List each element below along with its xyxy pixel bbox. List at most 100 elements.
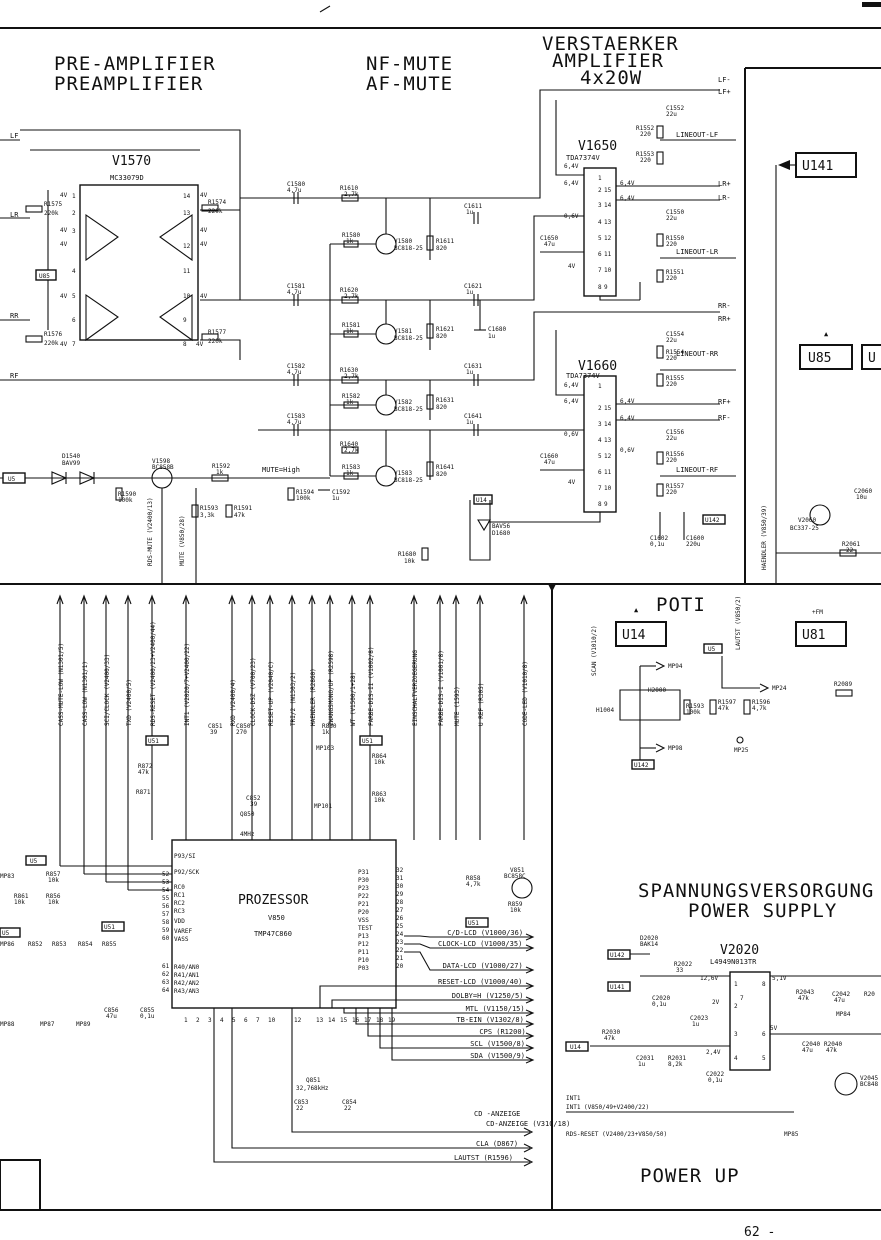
svg-text:VDD: VDD — [174, 918, 185, 925]
svg-text:1u: 1u — [332, 495, 340, 502]
cpu-signal-wire — [343, 1008, 532, 1014]
cpu-signal-left: WT (V1500/1+28) — [350, 672, 357, 726]
svg-text:54: 54 — [162, 887, 170, 894]
v1570-ref: V1570 — [112, 154, 151, 169]
cpu-signal-wire — [391, 1008, 532, 1061]
page-number: 62 - — [744, 1225, 775, 1236]
svg-text:MP25: MP25 — [734, 747, 749, 754]
svg-text:MP89: MP89 — [76, 1021, 91, 1028]
svg-text:61: 61 — [162, 963, 170, 970]
svg-text:R2022: R2022 — [674, 961, 692, 968]
svg-text:R41/AN1: R41/AN1 — [174, 972, 200, 979]
svg-text:220k: 220k — [208, 338, 223, 345]
cpu-signal-left: HAENDLER (R2860) — [310, 668, 317, 726]
svg-text:Q850: Q850 — [240, 811, 255, 818]
out-rf-plus: RF+ — [718, 398, 731, 406]
cpu-signal-arrow — [148, 594, 156, 605]
svg-text:P93/SI: P93/SI — [174, 853, 196, 860]
svg-text:4: 4 — [598, 219, 602, 226]
svg-text:0,6V: 0,6V — [620, 447, 635, 454]
cpu-signal-left: ZWANGSMONO/UP (R2598) — [328, 650, 335, 726]
svg-text:4,7k: 4,7k — [752, 705, 767, 712]
svg-text:15: 15 — [604, 187, 612, 194]
svg-text:R1577: R1577 — [208, 329, 226, 336]
v1570-type: MC33079D — [110, 174, 144, 182]
cpu-signal-wire — [379, 1008, 532, 1049]
cpu-signal-right: MTL (V1150/15) — [466, 1005, 525, 1013]
out-rf-minus: RF- — [718, 414, 731, 422]
svg-text:100k: 100k — [686, 709, 701, 716]
svg-text:R1593: R1593 — [686, 703, 704, 710]
label-rds-mute: RDS-MUTE (V2400/13) — [147, 497, 154, 566]
svg-text:3: 3 — [598, 421, 602, 428]
svg-text:P03: P03 — [358, 965, 369, 972]
svg-text:R1631: R1631 — [436, 397, 454, 404]
svg-text:1k: 1k — [346, 238, 354, 245]
svg-text:C2023: C2023 — [690, 1015, 708, 1022]
svg-text:R1557: R1557 — [666, 483, 684, 490]
svg-text:R2040: R2040 — [824, 1041, 842, 1048]
svg-text:47k: 47k — [604, 1035, 615, 1042]
svg-text:22: 22 — [344, 1105, 352, 1112]
svg-text:4: 4 — [598, 437, 602, 444]
t-v851-ref: V851 — [510, 867, 525, 874]
svg-text:U85: U85 — [39, 273, 50, 280]
svg-text:MP88: MP88 — [0, 1021, 15, 1028]
svg-text:0,1u: 0,1u — [650, 541, 665, 548]
svg-text:29: 29 — [396, 891, 404, 898]
title-preamp-1: PRE-AMPLIFIER — [54, 53, 216, 75]
cpu-signal-arrow — [56, 594, 64, 605]
svg-text:0,6V: 0,6V — [564, 431, 579, 438]
svg-text:BAK14: BAK14 — [640, 941, 658, 948]
svg-text:R854: R854 — [78, 941, 93, 948]
svg-text:5V: 5V — [770, 1025, 778, 1032]
svg-text:10k: 10k — [374, 797, 385, 804]
cpu-signal-left: CASS-LOW (N1301/1) — [82, 661, 89, 726]
cpu-signal-arrow — [326, 594, 334, 605]
svg-text:U14: U14 — [476, 497, 487, 504]
svg-text:17: 17 — [364, 1017, 372, 1024]
svg-text:P92/SCK: P92/SCK — [174, 869, 200, 876]
svg-text:4V: 4V — [60, 192, 68, 199]
svg-text:4,7k: 4,7k — [466, 881, 481, 888]
svg-text:12: 12 — [294, 1017, 302, 1024]
label-haendler: HAENDLER (V850/39) — [761, 505, 768, 570]
svg-text:2: 2 — [598, 405, 602, 412]
svg-text:C2031: C2031 — [636, 1055, 654, 1062]
svg-text:RC1: RC1 — [174, 892, 185, 899]
cpu-signal-arrow — [525, 933, 535, 941]
svg-text:P23: P23 — [358, 885, 369, 892]
title-psu-2: POWER SUPPLY — [688, 900, 837, 922]
poti-block: SCAN (V1010/2) LAUTST (V850/2) U5 U142 H… — [591, 596, 853, 770]
svg-text:8: 8 — [598, 501, 602, 508]
module-boxes: U141 U85 U ▲ U14 ▲ U81 +FM HAENDLER (V85… — [615, 152, 881, 647]
svg-text:C2040: C2040 — [802, 1041, 820, 1048]
svg-text:R2089: R2089 — [834, 681, 852, 688]
svg-text:52: 52 — [162, 871, 170, 878]
svg-text:+FM: +FM — [812, 609, 823, 616]
cpu-signal-arrow — [182, 594, 190, 605]
svg-text:8,2k: 8,2k — [668, 1061, 683, 1068]
svg-text:MP24: MP24 — [772, 685, 787, 692]
svg-text:R864: R864 — [372, 753, 387, 760]
module-u81: U81 — [802, 628, 825, 643]
svg-text:8: 8 — [762, 981, 766, 988]
svg-text:U141: U141 — [610, 984, 625, 991]
svg-text:22u: 22u — [666, 337, 677, 344]
svg-text:31: 31 — [396, 875, 404, 882]
lineout-rr: LINEOUT-RR — [676, 350, 719, 358]
cpu-signal-wire — [355, 1008, 532, 1025]
cpu-signal-right: RESET-LCD (V1000/40) — [438, 978, 522, 986]
svg-text:U51: U51 — [468, 920, 479, 927]
cpu-signal-arrow — [410, 594, 418, 605]
svg-text:R857: R857 — [46, 871, 61, 878]
cpu-signal-right: SDA (V1500/9) — [470, 1052, 525, 1060]
svg-text:C2042: C2042 — [832, 991, 850, 998]
svg-text:C2020: C2020 — [652, 995, 670, 1002]
svg-text:22u: 22u — [666, 435, 677, 442]
sig-lautst: LAUTST (R1596) — [454, 1154, 513, 1162]
svg-text:1k: 1k — [346, 399, 354, 406]
cpu-signal-left: TXD (V2400/5) — [126, 679, 133, 726]
out-lf-minus: LF- — [718, 76, 731, 84]
